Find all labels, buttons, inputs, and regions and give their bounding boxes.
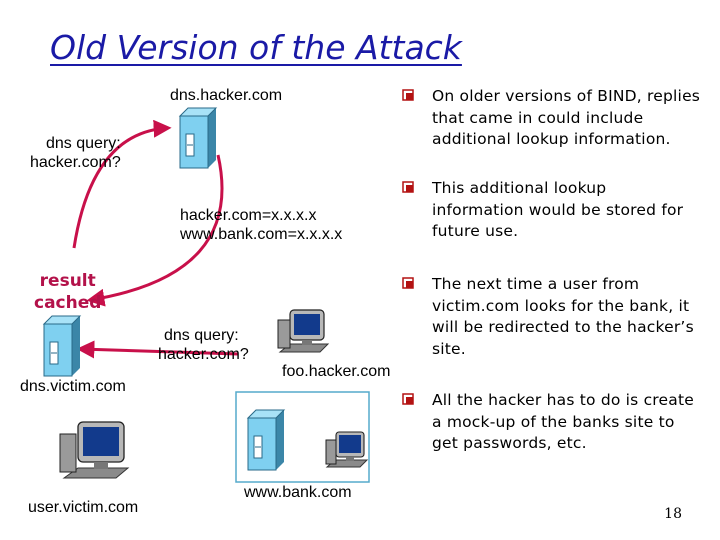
checkbox-bullet-icon [402,181,414,193]
checkbox-bullet-icon [402,393,414,405]
bullet-text-2: This additional lookup information would… [432,179,684,240]
label-foo-hacker: foo.hacker.com [282,363,391,380]
checkbox-bullet-icon [402,89,414,101]
query-arrow-victim-to-hacker [72,119,172,249]
label-user-victim: user.victim.com [28,499,139,516]
bullet-item-1: On older versions of BIND, replies that … [402,86,702,151]
label-dns-hacker: dns.hacker.com [170,87,283,104]
bullet-text-1: On older versions of BIND, replies that … [432,87,701,148]
bank-site-box [235,391,370,483]
reply-arrow-hacker-to-victim [86,154,224,307]
computer-icon-www-bank [325,431,369,468]
label-result-cached: result cached [34,270,101,314]
label-dns-victim: dns.victim.com [20,378,126,395]
bullet-item-3: The next time a user from victim.com loo… [402,274,702,360]
label-result-cached-line1: result [39,271,96,291]
server-icon-dns-victim [42,315,82,377]
checkbox-bullet-icon [402,277,414,289]
page-number: 18 [664,506,682,522]
bullet-text-3: The next time a user from victim.com loo… [432,275,694,358]
label-reply-line2: www.bank.com=x.x.x.x [180,226,343,243]
computer-icon-foo-hacker [277,309,330,353]
label-query-2: dns query: hacker.com? [158,326,249,364]
label-www-bank: www.bank.com [244,484,352,501]
label-query-1: dns query: hacker.com? [30,134,121,172]
label-result-cached-line2: cached [34,293,102,313]
label-query-1-line2: hacker.com? [30,154,121,171]
label-query-2-line1: dns query: [164,327,239,344]
query-arrow-user-to-victim [76,340,239,359]
server-icon-www-bank [246,409,286,471]
computer-icon-user-victim [59,421,130,479]
label-query-2-line2: hacker.com? [158,346,249,363]
label-reply: hacker.com=x.x.x.x www.bank.com=x.x.x.x [180,206,342,244]
label-reply-line1: hacker.com=x.x.x.x [180,207,317,224]
bullet-item-4: All the hacker has to do is create a moc… [402,390,702,455]
bullet-item-2: This additional lookup information would… [402,178,702,243]
slide-title: Old Version of the Attack [50,28,462,67]
bullet-text-4: All the hacker has to do is create a moc… [432,391,694,452]
server-icon-dns-hacker [178,107,218,169]
label-query-1-line1: dns query: [46,135,121,152]
